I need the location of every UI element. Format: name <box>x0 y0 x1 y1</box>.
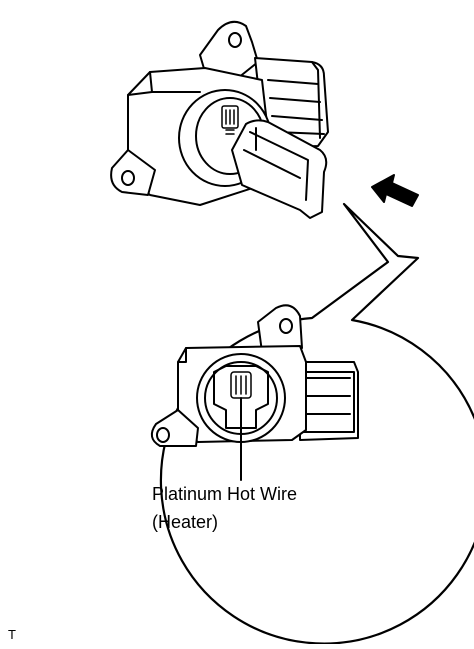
hot-wire-element-top <box>221 105 239 135</box>
detail-bypass-channel <box>213 365 269 429</box>
callout-label-line2: (Heater) <box>152 512 218 532</box>
platinum-hot-wire-element <box>230 371 252 399</box>
top-bolt-hole <box>228 32 242 48</box>
sensor-perspective-view <box>110 20 329 219</box>
connector-ribs <box>267 79 325 135</box>
callout-label-line1: Platinum Hot Wire <box>152 484 297 504</box>
bottom-bolt-hole <box>121 170 135 186</box>
detail-connector <box>299 361 359 441</box>
sensor-detail-view <box>150 304 359 481</box>
detail-top-bolt-hole <box>279 318 293 334</box>
top-mounting-flange <box>199 20 259 79</box>
airflow-arrow-icon <box>371 174 419 207</box>
corner-mark: T <box>8 627 16 642</box>
detail-bottom-bolt-hole <box>156 427 170 443</box>
